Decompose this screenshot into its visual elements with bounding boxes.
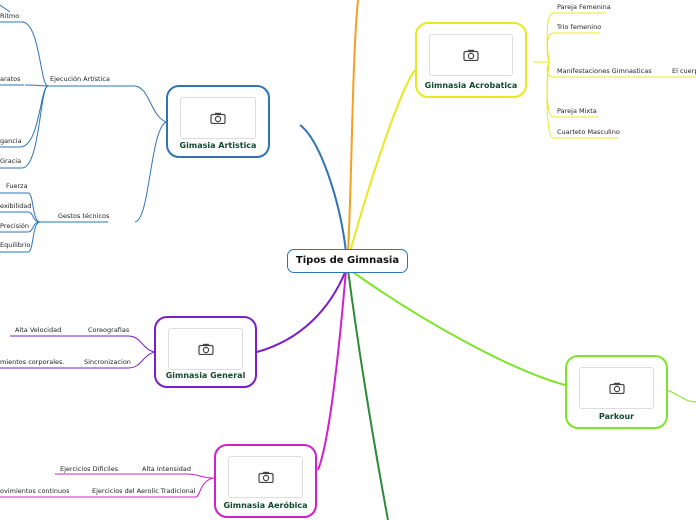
topic-ejecucion-artistica[interactable]: Ejecución Artística <box>50 75 110 83</box>
topic-flexibilidad[interactable]: exibilidad <box>0 202 32 210</box>
topic-precision[interactable]: Precisión <box>0 222 30 230</box>
node-image-placeholder <box>429 34 513 76</box>
general-subconnectors <box>0 335 156 369</box>
camera-icon <box>463 49 479 61</box>
topic-sincronizacion[interactable]: Sincronizacion <box>84 358 131 366</box>
camera-icon <box>210 112 226 124</box>
connector-artistica <box>299 124 347 253</box>
connector-aerobica <box>317 269 347 471</box>
topic-fuerza[interactable]: Fuerza <box>6 182 28 190</box>
topic-pareja-femenina[interactable]: Pareja Femenina <box>557 3 611 11</box>
topic-gancia[interactable]: gancia <box>0 137 22 145</box>
topic-el-cuerpo[interactable]: El cuerpo <box>672 67 696 75</box>
aerobica-subconnectors <box>0 473 215 498</box>
topic-alta-intensidad[interactable]: Alta Intensidad <box>142 465 191 473</box>
topic-ritmo[interactable]: Ritmo <box>0 12 20 20</box>
topic-movimientos-corporales[interactable]: mientos corporales. <box>0 358 65 366</box>
topic-manifestaciones-gimnasticas[interactable]: Manifestaciones Gimnasticas <box>557 67 652 75</box>
node-gimnasia-acrobatica[interactable]: Gimnasia Acrobatica <box>415 22 527 98</box>
topic-pareja-mixta[interactable]: Pareja Mixta <box>557 107 597 115</box>
topic-alta-velocidad[interactable]: Alta Velocidad <box>15 326 62 334</box>
node-image-placeholder <box>168 328 243 370</box>
connector-bottom <box>347 269 389 520</box>
node-parkour[interactable]: Parkour <box>565 355 668 429</box>
topic-gestos-tecnicos[interactable]: Gestos técnicos <box>58 212 110 220</box>
connector-acrobatica <box>349 69 416 253</box>
node-image-placeholder <box>579 367 654 409</box>
root-title: Tipos de Gimnasia <box>295 255 400 266</box>
topic-ejercicios-aerolic-tradicional[interactable]: Ejercicios del Aerolic Tradicional <box>92 487 196 495</box>
node-title: Gimnasia Aeróbica <box>223 501 308 510</box>
topic-aratos[interactable]: aratos <box>0 75 21 83</box>
camera-icon <box>608 382 625 394</box>
topic-coreografias[interactable]: Coreografias <box>88 326 130 334</box>
topic-ejercicios-dificiles[interactable]: Ejercicios Dificiles <box>60 465 119 473</box>
topic-equilibrio[interactable]: Equilibrio <box>0 241 31 249</box>
connector-parkour <box>349 269 566 386</box>
node-title: Gimasia Artistica <box>179 141 257 150</box>
parkour-subconnector <box>666 389 696 403</box>
topic-movimientos-continuos[interactable]: ovimientos continuos <box>0 487 70 495</box>
node-gimasia-artistica[interactable]: Gimasia Artistica <box>166 85 270 158</box>
node-gimnasia-aerobica[interactable]: Gimnasia Aeróbica <box>214 444 317 518</box>
camera-icon <box>257 471 274 483</box>
topic-trio-femenino[interactable]: Trio femenino <box>557 23 602 31</box>
connector-general <box>256 269 347 353</box>
artistica-subconnectors <box>0 4 167 253</box>
connector-top <box>347 0 359 253</box>
root-node[interactable]: Tipos de Gimnasia <box>287 249 408 273</box>
topic-gracia[interactable]: Gracia <box>0 157 22 165</box>
camera-icon <box>197 343 214 355</box>
node-image-placeholder <box>228 456 303 498</box>
acrobatica-subconnectors <box>534 12 696 139</box>
topic-cuarteto-masculino[interactable]: Cuarteto Masculino <box>557 128 620 136</box>
node-title: Parkour <box>598 412 635 421</box>
node-image-placeholder <box>180 97 256 139</box>
node-title: Gimnasia Acrobatica <box>424 81 518 90</box>
node-gimnasia-general[interactable]: Gimnasia General <box>154 316 257 388</box>
node-title: Gimnasia General <box>165 371 246 380</box>
